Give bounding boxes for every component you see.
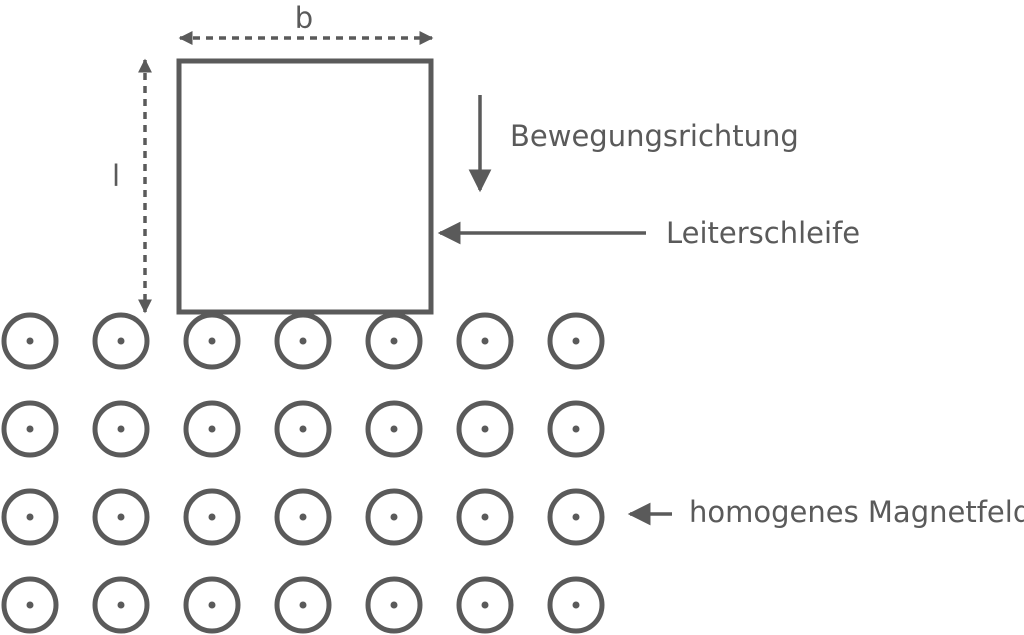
field-out-of-page-icon <box>1 400 59 458</box>
field-out-of-page-icon <box>456 400 514 458</box>
field-out-of-page-icon <box>1 576 59 634</box>
field-out-of-page-icon <box>1 488 59 546</box>
field-out-of-page-icon <box>365 488 423 546</box>
field-out-of-page-icon <box>92 312 150 370</box>
width-label: b <box>295 1 313 35</box>
field-out-of-page-icon <box>183 488 241 546</box>
field-out-of-page-icon <box>547 488 605 546</box>
field-out-of-page-icon <box>547 400 605 458</box>
field-out-of-page-icon <box>92 576 150 634</box>
field-out-of-page-icon <box>274 312 332 370</box>
length-label: l <box>112 159 120 193</box>
field-out-of-page-icon <box>365 312 423 370</box>
direction-label: Bewegungsrichtung <box>510 119 799 153</box>
field-out-of-page-icon <box>1 312 59 370</box>
field-out-of-page-icon <box>183 312 241 370</box>
field-out-of-page-icon <box>365 576 423 634</box>
conductor-loop <box>176 58 434 315</box>
field-out-of-page-icon <box>547 312 605 370</box>
field-out-of-page-icon <box>274 576 332 634</box>
field-out-of-page-icon <box>274 400 332 458</box>
field-out-of-page-icon <box>547 576 605 634</box>
field-out-of-page-icon <box>92 400 150 458</box>
field-out-of-page-icon <box>183 400 241 458</box>
field-label: homogenes Magnetfeld <box>689 495 1024 529</box>
field-out-of-page-icon <box>274 488 332 546</box>
field-out-of-page-icon <box>92 488 150 546</box>
field-out-of-page-icon <box>183 576 241 634</box>
field-out-of-page-icon <box>456 312 514 370</box>
loop-label: Leiterschleife <box>666 216 860 250</box>
field-out-of-page-icon <box>456 576 514 634</box>
field-out-of-page-icon <box>456 488 514 546</box>
field-out-of-page-icon <box>365 400 423 458</box>
magnetic-field-grid <box>1 312 605 634</box>
